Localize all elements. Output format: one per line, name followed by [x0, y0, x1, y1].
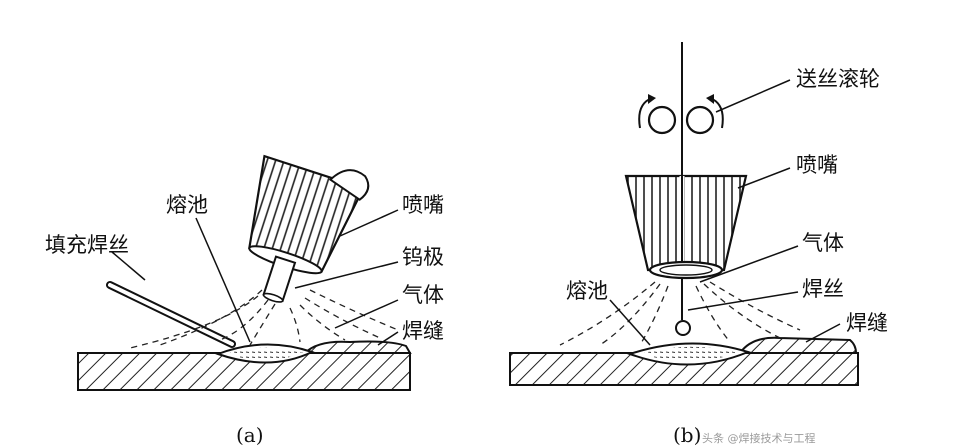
caption-b: (b)	[673, 423, 701, 446]
weld-bead-b	[738, 336, 858, 354]
label-wire-feed-rollers: 送丝滚轮	[796, 67, 880, 91]
panel-a: 填充焊丝 熔池 喷嘴 钨极 气体 焊缝 (a)	[45, 154, 444, 446]
weld-bead-a	[302, 340, 412, 354]
caption-a: (a)	[236, 423, 264, 446]
gas-flow-b	[559, 281, 801, 346]
gas-flow-a	[129, 289, 399, 349]
panel-b: 送丝滚轮 喷嘴 气体 焊丝 熔池 焊缝 (b)	[509, 42, 888, 446]
label-nozzle-b: 喷嘴	[796, 153, 838, 177]
watermark: 头条 @焊接技术与工程	[702, 431, 816, 445]
label-gas-a: 气体	[402, 283, 444, 307]
label-filler-wire: 填充焊丝	[45, 233, 129, 257]
filler-wire-rod	[106, 281, 236, 348]
label-gas-b: 气体	[802, 231, 844, 255]
wire-feed-rollers	[638, 94, 724, 135]
label-weld-seam-b: 焊缝	[846, 311, 888, 335]
nozzle-a	[248, 154, 370, 303]
nozzle-b	[624, 174, 748, 280]
wire-droplet	[675, 320, 691, 336]
label-weld-seam-a: 焊缝	[402, 319, 444, 343]
label-welding-wire: 焊丝	[802, 277, 844, 301]
label-molten-pool-a: 熔池	[166, 193, 208, 217]
label-molten-pool-b: 熔池	[566, 279, 608, 303]
label-tungsten-electrode: 钨极	[402, 245, 444, 269]
label-nozzle-a: 喷嘴	[402, 193, 444, 217]
